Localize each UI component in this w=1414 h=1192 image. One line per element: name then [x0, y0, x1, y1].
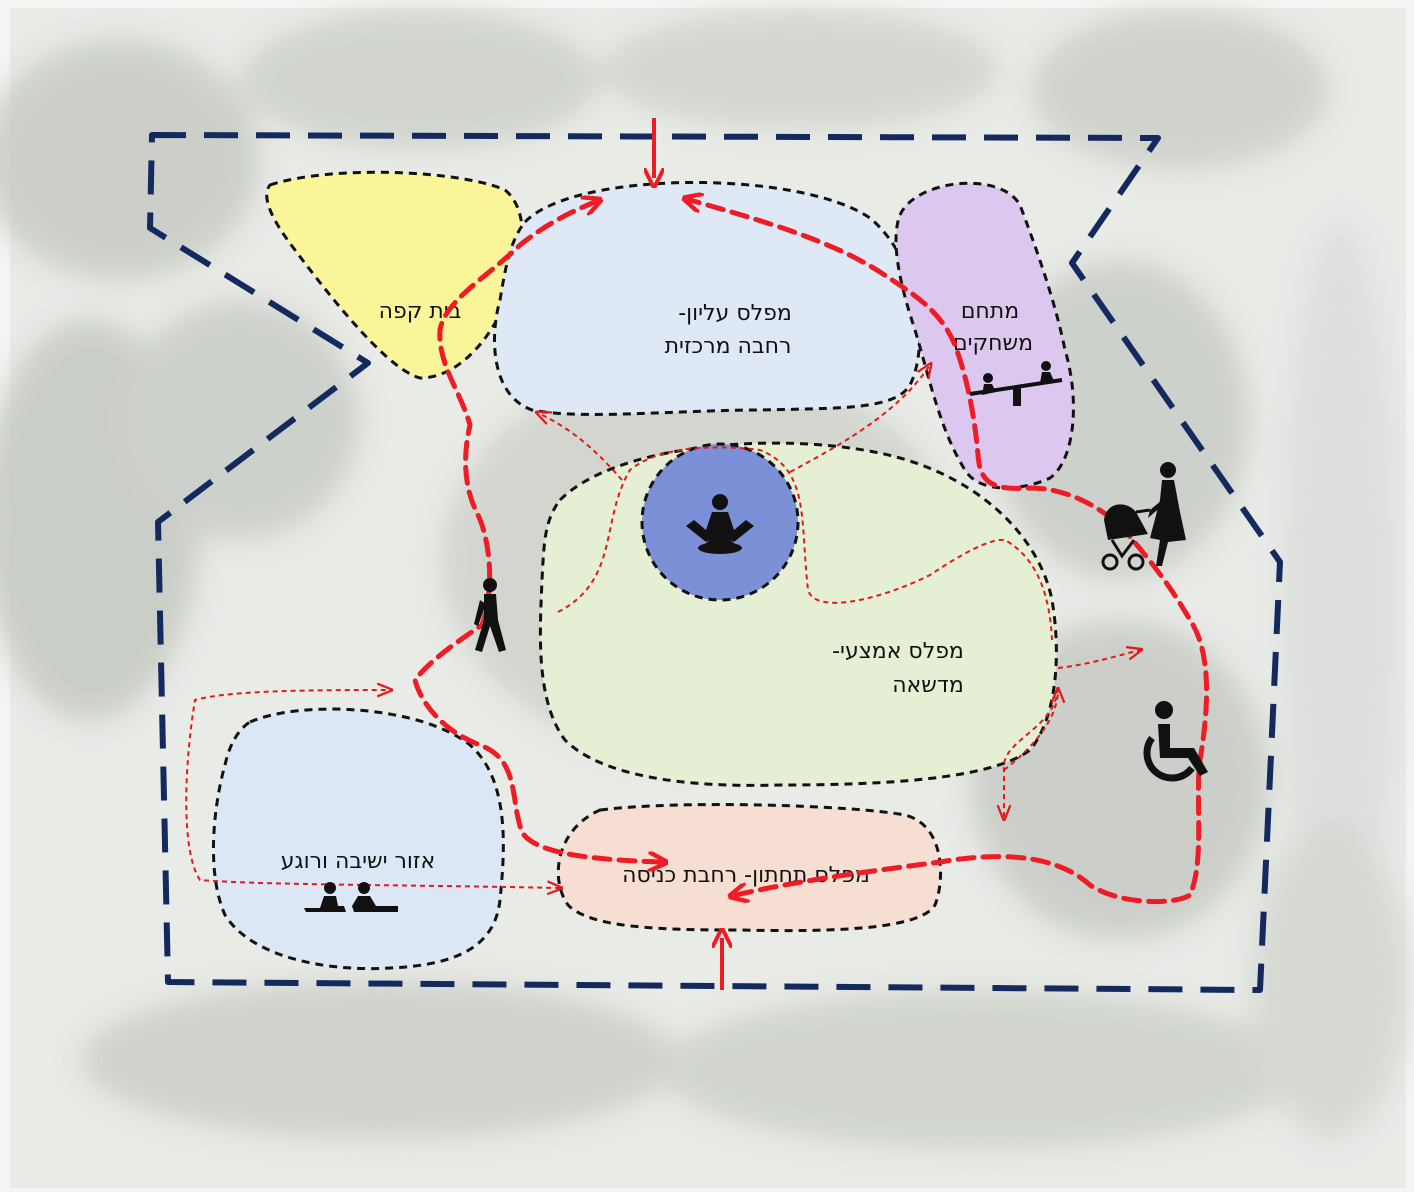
label-middle-lawn-line2: מדשאה	[892, 673, 964, 698]
zone-seating	[212, 707, 505, 971]
label-seating: אזור ישיבה ורוגע	[281, 849, 435, 874]
secondary-path-lawn-loop	[557, 446, 1053, 641]
label-upper-plaza-line1: מפלס עליון-	[678, 301, 792, 326]
secondary-path-lawn-up	[1003, 690, 1058, 771]
zone-cafe	[265, 170, 524, 380]
walking-person-icon	[474, 578, 506, 652]
secondary-path-upper-right	[789, 365, 930, 473]
zone-playground	[894, 181, 1075, 490]
label-middle-lawn-line1: מפלס אמצעי-	[832, 639, 964, 664]
wheelchair-icon	[1143, 701, 1208, 782]
label-playground-line1: מתחם	[961, 299, 1019, 324]
entrance-arrows	[654, 118, 722, 990]
label-upper-plaza-line2: רחבה מרכזית	[665, 334, 792, 359]
site-boundary	[147, 132, 1283, 993]
main-path-west	[412, 202, 660, 862]
secondary-path-lawn-east	[1057, 650, 1140, 669]
stroller-mother-icon	[1101, 462, 1186, 571]
sitting-people-icon	[304, 882, 398, 912]
main-circulation-path	[412, 200, 1210, 902]
main-path-east	[690, 200, 1210, 902]
seesaw-icon	[969, 361, 1063, 406]
yoga-icon	[686, 494, 754, 554]
label-playground-line2: משחקים	[953, 331, 1033, 356]
